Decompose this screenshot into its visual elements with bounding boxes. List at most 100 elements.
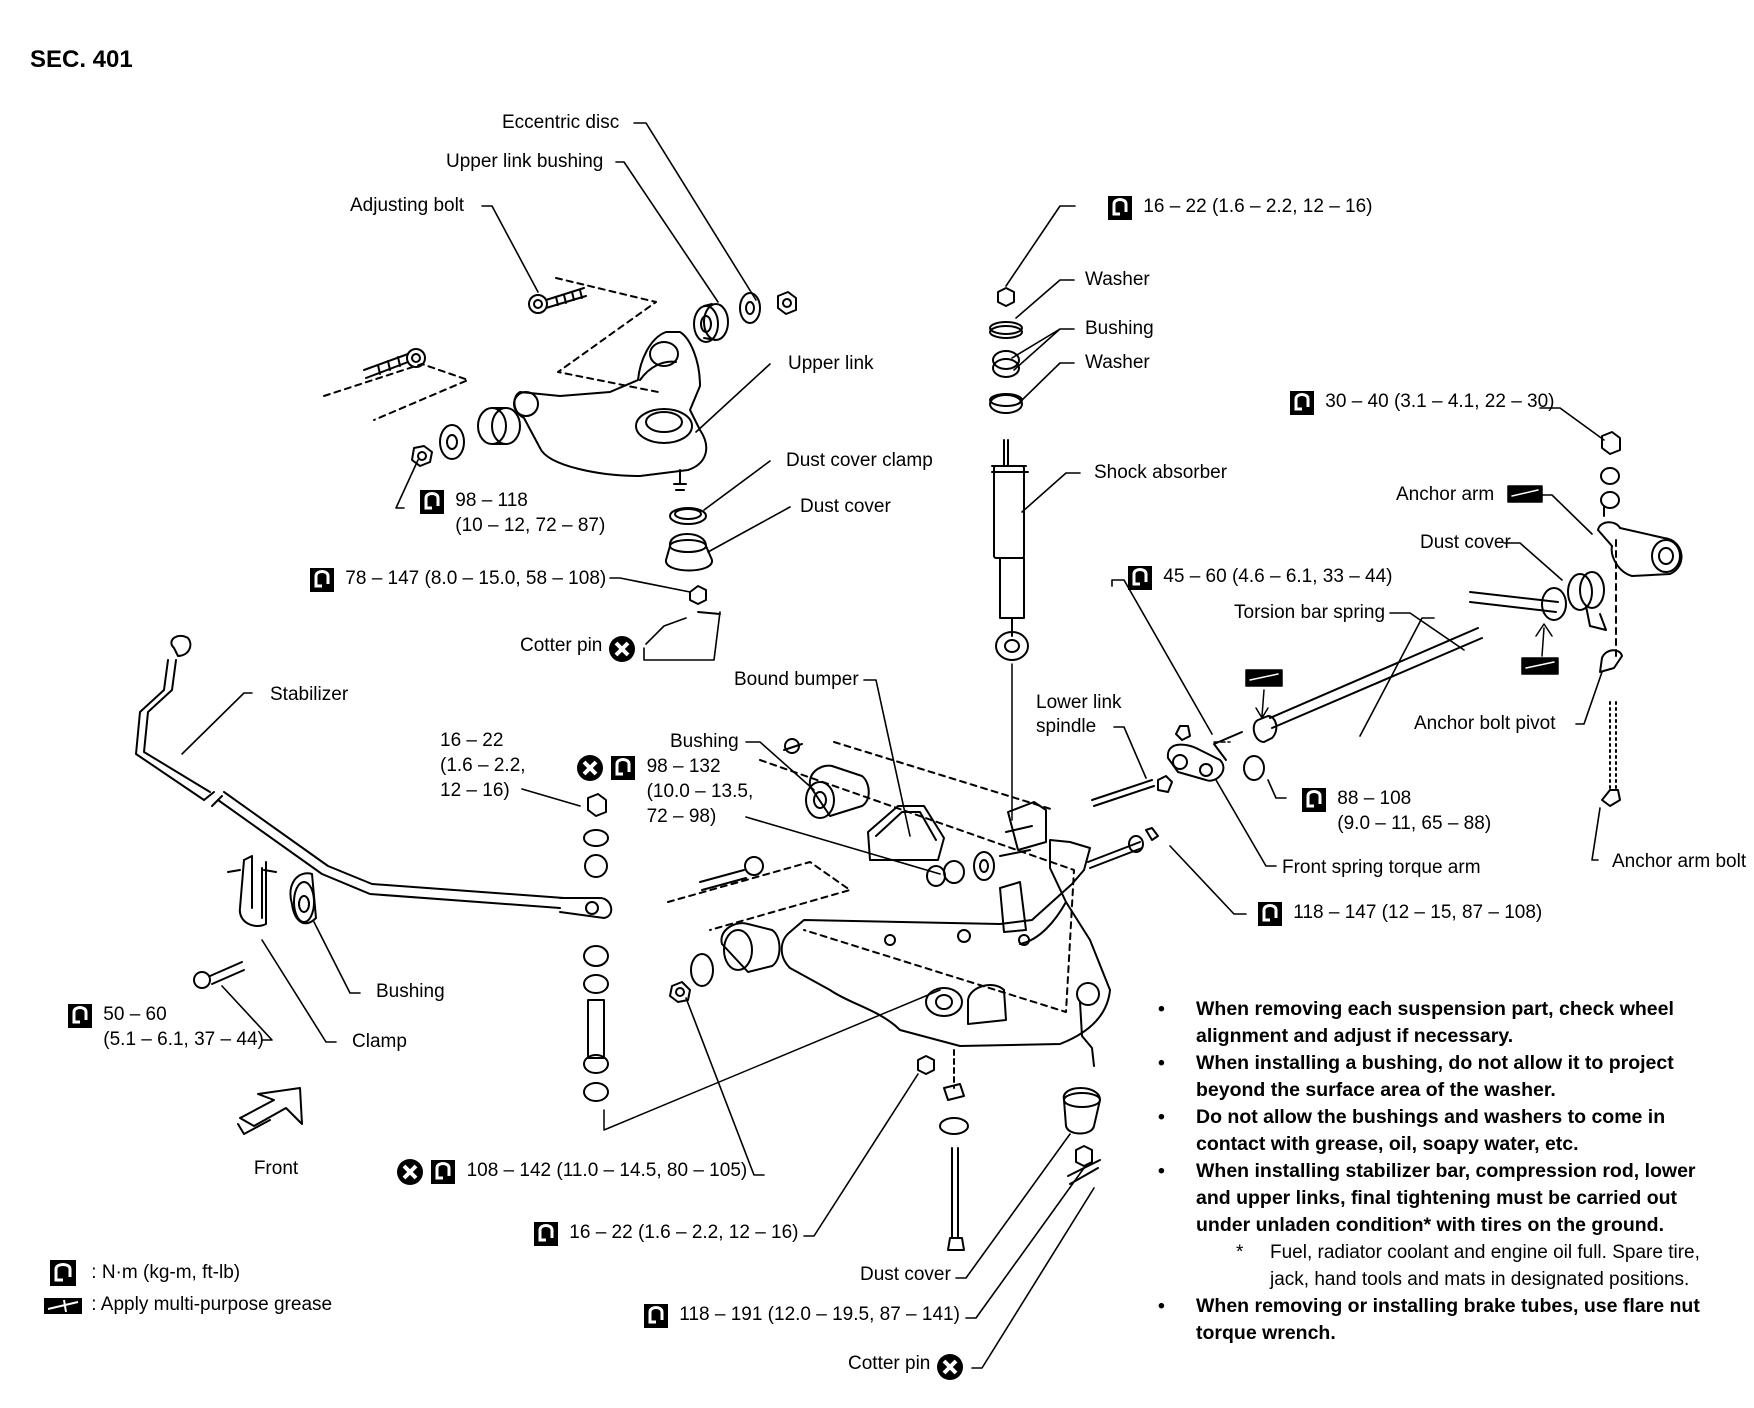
upper-nut — [777, 291, 797, 315]
spec-text: 78 – 147 (8.0 – 15.0, 58 – 108) — [345, 568, 607, 589]
spec-line-2: (9.0 – 11, 65 – 88) — [1337, 813, 1492, 834]
spec-118-147: 118 – 147 (12 – 15, 87 – 108) — [1256, 900, 1542, 928]
label-cotter-pin-lower: Cotter pin — [848, 1353, 964, 1381]
spec-text: 45 – 60 (4.6 – 6.1, 33 – 44) — [1163, 566, 1393, 587]
label-washer-top: Washer — [1085, 269, 1150, 290]
torque-icon — [1108, 196, 1132, 220]
spec-line-3: 12 – 16) — [440, 780, 510, 801]
legend-grease: : Apply multi-purpose grease — [44, 1290, 332, 1322]
torque-icon — [1290, 391, 1314, 415]
note-item: •Do not allow the bushings and washers t… — [1158, 1104, 1714, 1158]
spec-30-40: 30 – 40 (3.1 – 4.1, 22 – 30) — [1288, 389, 1555, 417]
upper-link-assembly — [323, 277, 797, 615]
note-text: Do not allow the bushings and washers to… — [1196, 1106, 1666, 1155]
label-anchor-arm-bolt: Anchor arm bolt — [1612, 851, 1747, 872]
label-front-spring-torque-arm: Front spring torque arm — [1282, 857, 1481, 878]
spec-text: 118 – 147 (12 – 15, 87 – 108) — [1293, 902, 1543, 923]
spec-line-1: 98 – 118 — [455, 490, 528, 511]
adjusting-bolt — [528, 287, 587, 314]
spec-line-1: 16 – 22 — [440, 730, 504, 751]
label-anchor-arm: Anchor arm — [1396, 484, 1495, 505]
spec-98-118: 98 – 118 (10 – 12, 72 – 87) — [418, 488, 605, 538]
spec-text: 50 – 60 (5.1 – 6.1, 37 – 44) — [103, 1002, 264, 1052]
front-arrow — [237, 1087, 303, 1135]
grease-icons-in-diagram — [1245, 485, 1559, 719]
spec-text: 98 – 132 (10.0 – 13.5, 72 – 98) — [647, 754, 754, 829]
upper-link-arm — [513, 331, 708, 477]
upper-left-hardware — [411, 407, 521, 467]
cotter-pin-lower-text: Cotter pin — [848, 1353, 931, 1374]
spec-line-3: 72 – 98) — [646, 806, 717, 827]
lower-bolt-stack — [917, 1049, 969, 1251]
spec-118-191: 118 – 191 (12.0 – 19.5, 87 – 141) — [642, 1302, 960, 1330]
label-dust-cover-right: Dust cover — [1420, 532, 1511, 553]
service-notes: •When removing each suspension part, che… — [1158, 996, 1714, 1347]
spec-78-147: 78 – 147 (8.0 – 15.0, 58 – 108) — [308, 566, 606, 594]
label-dust-cover-upper: Dust cover — [800, 496, 891, 517]
torque-icon — [644, 1304, 668, 1328]
bullet: • — [1158, 1052, 1165, 1074]
label-cotter-pin-upper: Cotter pin — [520, 635, 636, 663]
spec-text: 30 – 40 (3.1 – 4.1, 22 – 30) — [1325, 391, 1555, 412]
dust-cover-upper-part — [665, 533, 713, 572]
spec-16-22-top: 16 – 22 (1.6 – 2.2, 12 – 16) — [1106, 194, 1373, 222]
shock-absorber-assembly — [989, 287, 1029, 821]
legend-grease-text: : Apply multi-purpose grease — [91, 1294, 333, 1315]
spec-line-1: 88 – 108 — [1337, 788, 1412, 809]
label-bound-bumper: Bound bumper — [734, 669, 859, 690]
label-bushing-stab: Bushing — [376, 981, 445, 1002]
bullet: • — [1158, 1160, 1165, 1182]
torque-icon — [1258, 902, 1282, 926]
label-adjusting-bolt: Adjusting bolt — [350, 195, 465, 216]
note-subitem: * Fuel, radiator coolant and engine oil f… — [1158, 1239, 1714, 1293]
lower-link-assembly — [667, 738, 1111, 1067]
spec-text: 108 – 142 (11.0 – 14.5, 80 – 105) — [466, 1160, 748, 1181]
torque-icon — [310, 568, 334, 592]
label-upper-link-bushing: Upper link bushing — [446, 151, 604, 172]
spec-text: 16 – 22 (1.6 – 2.2, 12 – 16) — [440, 728, 526, 803]
stabilizer-bar — [135, 634, 613, 919]
label-dust-cover-clamp: Dust cover clamp — [786, 450, 933, 471]
spec-98-132: 98 – 132 (10.0 – 13.5, 72 – 98) — [576, 754, 753, 829]
front-indicator: Front — [226, 1120, 326, 1180]
spec-88-108: 88 – 108 (9.0 – 11, 65 – 88) — [1300, 786, 1491, 836]
spec-text: 16 – 22 (1.6 – 2.2, 12 – 16) — [569, 1222, 799, 1243]
upper-link-bushing-part — [693, 303, 729, 343]
stabilizer-clamp — [193, 855, 317, 989]
spec-50-60: 50 – 60 (5.1 – 6.1, 37 – 44) — [66, 1002, 264, 1052]
legend-torque-text: : N·m (kg-m, ft-lb) — [91, 1262, 241, 1283]
spec-line-2: (10.0 – 13.5, — [646, 781, 754, 802]
torque-icon — [68, 1004, 92, 1028]
label-eccentric-disc: Eccentric disc — [502, 112, 620, 133]
section-title: SEC. 401 — [30, 46, 133, 73]
torque-icon — [534, 1222, 558, 1246]
adjusting-bolt-left — [363, 348, 426, 379]
label-torsion-bar-spring: Torsion bar spring — [1234, 602, 1386, 623]
torque-icon — [611, 756, 636, 780]
label-bushing-top: Bushing — [1085, 318, 1154, 339]
label-clamp: Clamp — [352, 1031, 407, 1052]
spec-45-60: 45 – 60 (4.6 – 6.1, 33 – 44) — [1126, 564, 1393, 592]
replace-icon — [397, 1159, 423, 1185]
spec-line-1: 98 – 132 — [646, 756, 721, 777]
label-spindle: spindle — [1036, 716, 1097, 737]
spec-text: 88 – 108 (9.0 – 11, 65 – 88) — [1337, 786, 1491, 836]
spec-16-22-left: 16 – 22 (1.6 – 2.2, 12 – 16) — [440, 728, 526, 803]
asterisk: * — [1236, 1242, 1244, 1263]
legend-torque: : N·m (kg-m, ft-lb) — [44, 1258, 332, 1290]
label-anchor-bolt-pivot: Anchor bolt pivot — [1414, 713, 1556, 734]
replace-icon — [577, 755, 603, 781]
grease-icon — [44, 1297, 82, 1314]
note-subtext: Fuel, radiator coolant and engine oil fu… — [1270, 1242, 1700, 1290]
note-text: When installing stabilizer bar, compress… — [1196, 1160, 1696, 1236]
torque-icon — [50, 1259, 76, 1286]
spec-line-1: 50 – 60 — [103, 1004, 167, 1025]
eccentric-disc-part — [739, 292, 761, 324]
torque-icon — [431, 1160, 456, 1184]
lower-ball-joint-parts — [1062, 1087, 1101, 1185]
spec-text: 98 – 118 (10 – 12, 72 – 87) — [455, 488, 605, 538]
bullet: • — [1158, 1295, 1165, 1317]
torque-icon — [1302, 788, 1326, 812]
note-item: •When installing a bushing, do not allow… — [1158, 1050, 1714, 1104]
